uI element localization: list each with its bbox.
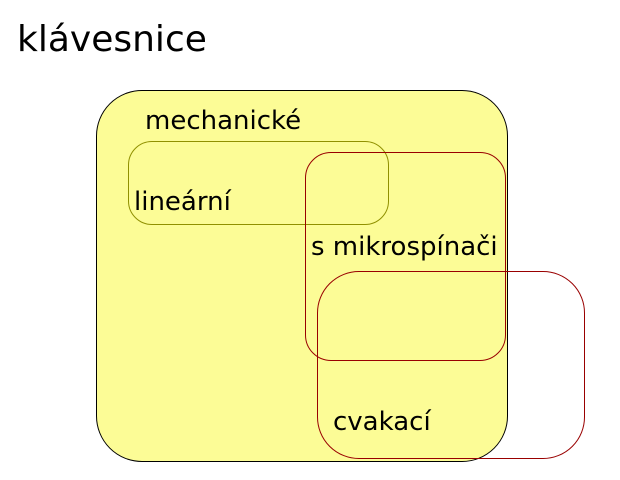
- set-label-cvakaci: cvakací: [333, 407, 431, 437]
- diagram-title: klávesnice: [17, 19, 207, 60]
- set-region-s-mikrospinaci: [305, 152, 506, 361]
- set-label-mechanicke: mechanické: [145, 106, 302, 136]
- set-label-s-mikrospinaci: s mikrospínači: [311, 232, 498, 262]
- set-region-linearni: [128, 141, 389, 225]
- set-label-linearni: lineární: [134, 187, 231, 217]
- set-region-cvakaci: [317, 271, 585, 459]
